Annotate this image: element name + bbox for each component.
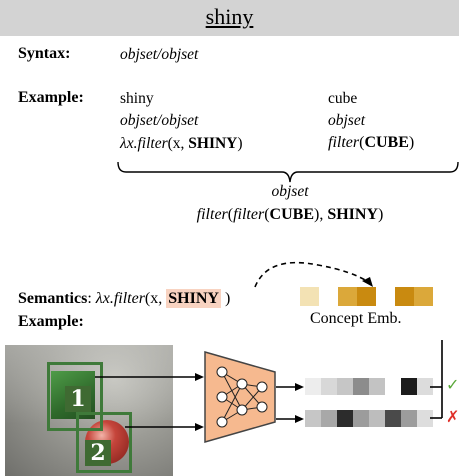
embedding-cell-row-2 — [337, 410, 353, 427]
example-left-word: shiny — [120, 90, 154, 107]
object-box-1 — [47, 362, 103, 431]
concept-cell — [300, 287, 319, 306]
paren: ), — [313, 206, 328, 223]
object-badge-1: 1 — [65, 386, 91, 412]
combined-semantics: filter(filter(CUBE), SHINY) — [0, 206, 459, 224]
embedding-cell-row-2 — [401, 410, 417, 427]
paren: ( — [359, 134, 365, 151]
semantics-line: Semantics: λx.filter(x, SHINY ) — [18, 289, 231, 308]
combine-brace — [117, 161, 459, 183]
lambda-prefix: λx. — [120, 135, 138, 152]
match-check-icon: ✓ — [446, 377, 459, 394]
paren: ) — [378, 206, 384, 223]
filter-fn: filter — [113, 290, 145, 307]
paren: ( — [264, 206, 270, 223]
embedding-cell-row-2 — [305, 410, 321, 427]
concept-emb-label: Concept Emb. — [310, 310, 402, 327]
cube-arg: CUBE — [364, 134, 409, 151]
lambda-prefix: λx. — [95, 290, 114, 307]
semantics-example-label: Example: — [18, 313, 84, 330]
filter-fn: filter — [196, 206, 228, 223]
embedding-cell-row-2 — [353, 410, 369, 427]
embedding-cell-row-1 — [321, 378, 337, 395]
example-right-word: cube — [328, 90, 358, 107]
concept-cell — [357, 287, 376, 306]
filter-fn: filter — [137, 135, 168, 152]
example-left-semantics: λx.filter(x, SHINY) — [120, 135, 243, 153]
page-title: shiny — [205, 4, 254, 29]
args-close: ) — [220, 290, 231, 307]
object-embeddings — [305, 378, 433, 427]
colon: : — [87, 290, 96, 307]
example-left-type: objset/objset — [120, 112, 199, 129]
arrowhead — [195, 373, 204, 381]
title-bar — [0, 0, 459, 36]
filter-fn: filter — [233, 206, 265, 223]
object-box-2 — [76, 412, 132, 473]
mismatch-cross-icon: ✗ — [446, 409, 459, 426]
embedding-cell-row-2 — [417, 410, 433, 427]
example-right-semantics: filter(CUBE) — [328, 134, 414, 152]
embedding-cell-row-2 — [321, 410, 337, 427]
embedding-cell-row-1 — [337, 378, 353, 395]
network-body — [204, 351, 276, 443]
args-open: (x, — [167, 135, 189, 152]
semantics-label: Semantics — [18, 290, 88, 307]
filter-fn: filter — [328, 134, 360, 151]
concept-cell — [319, 287, 338, 306]
embedding-cell-row-1 — [369, 378, 385, 395]
syntax-label: Syntax: — [18, 45, 71, 62]
concept-cell — [376, 287, 395, 306]
embedding-cell-row-1 — [353, 378, 369, 395]
paren: ( — [227, 206, 234, 223]
concept-cell — [414, 287, 433, 306]
embedding-cell-row-2 — [369, 410, 385, 427]
lookup-arrow — [254, 261, 373, 288]
scene-image: 1 2 — [5, 345, 173, 476]
embedding-cell-row-1 — [417, 378, 433, 395]
network-nodes — [216, 366, 268, 428]
concept-cell — [395, 287, 414, 306]
args-open: (x, — [144, 290, 167, 307]
embedding-cell-row-1 — [385, 378, 401, 395]
embedding-cell-row-1 — [401, 378, 417, 395]
syntax-value: objset/objset — [120, 46, 199, 63]
network-diagram — [95, 340, 443, 443]
concept-cell — [338, 287, 357, 306]
shiny-arg-highlight: SHINY — [166, 289, 221, 308]
arrowhead — [295, 415, 304, 423]
cube-arg: CUBE — [269, 206, 314, 223]
compare-bracket — [441, 340, 443, 418]
shiny-arg: SHINY — [188, 135, 238, 152]
embedding-cell-row-2 — [385, 410, 401, 427]
arrowhead — [295, 383, 304, 391]
example-right-type: objset — [328, 112, 366, 129]
arrowhead — [195, 423, 204, 431]
paren: ) — [408, 134, 415, 151]
combined-type: objset — [271, 183, 309, 200]
embedding-cell-row-1 — [305, 378, 321, 395]
object-badge-2: 2 — [85, 440, 111, 466]
shiny-arg: SHINY — [327, 206, 378, 223]
args-close: ) — [237, 135, 243, 152]
example-label: Example: — [18, 89, 84, 106]
